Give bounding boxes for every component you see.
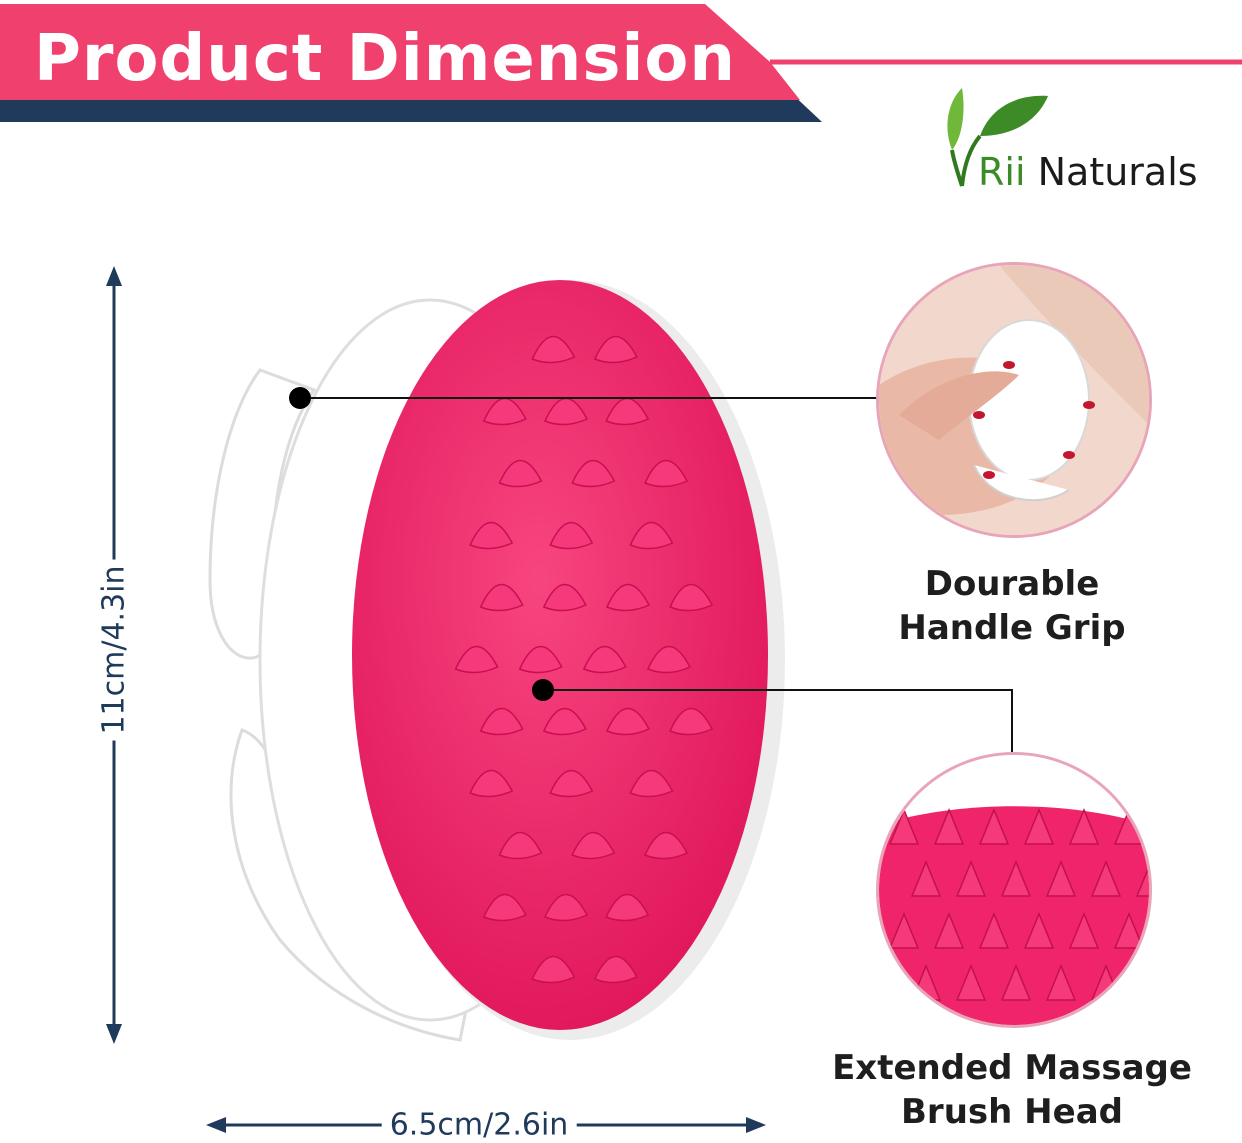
- page-title: Product Dimension: [34, 22, 736, 96]
- leaf-logo-icon: [947, 88, 1048, 187]
- handle-grip-detail-image: [876, 262, 1152, 538]
- brush-head-label-line1: Extended Massage: [832, 1048, 1192, 1088]
- title-banner: [0, 4, 1242, 122]
- brand-name: Rii Naturals: [978, 150, 1198, 194]
- brush-head-detail-image: [876, 752, 1152, 1028]
- brand-name-rii: Rii: [978, 150, 1026, 194]
- brush-head-label-line2: Brush Head: [901, 1092, 1123, 1132]
- handle-grip-label: Dourable Handle Grip: [812, 562, 1212, 650]
- brand-logo: Rii Naturals: [940, 82, 1220, 197]
- handle-grip-label-line2: Handle Grip: [898, 608, 1126, 648]
- width-dimension-label: 6.5cm/2.6in: [381, 1107, 577, 1143]
- brand-name-naturals: Naturals: [1025, 150, 1198, 194]
- massage-brush-product-image: [208, 280, 785, 1042]
- brush-head-label: Extended Massage Brush Head: [812, 1046, 1212, 1134]
- handle-grip-label-line1: Dourable: [924, 564, 1100, 604]
